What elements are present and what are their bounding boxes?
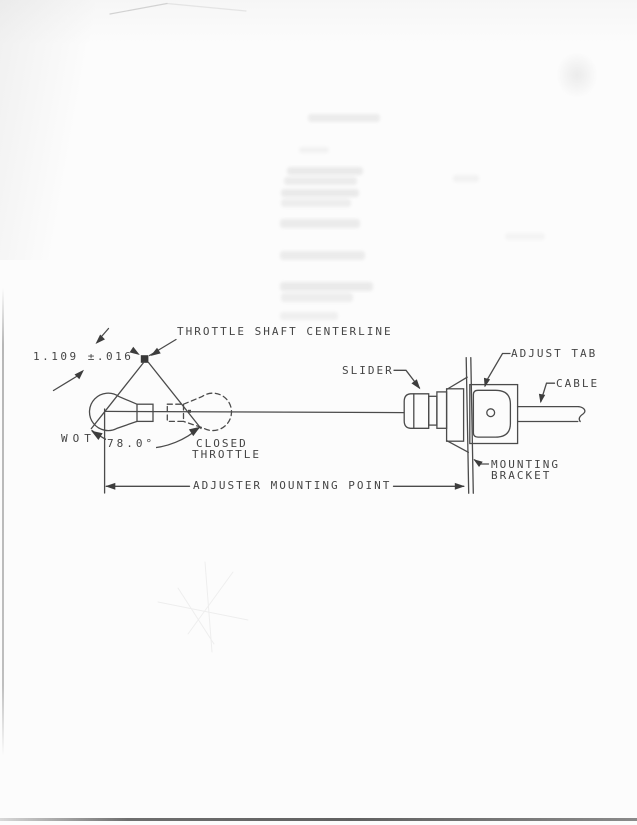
adjuster-neck: [445, 388, 465, 442]
angle-label: 78.0°: [106, 437, 157, 450]
throttle-shaft-centerline-label: THROTTLE SHAFT CENTERLINE: [177, 325, 393, 338]
mounting-bracket-label-line2: BRACKET: [491, 469, 552, 482]
closed-attach-point: [188, 409, 191, 413]
arrowhead: [538, 393, 546, 404]
wot-label: WOT: [61, 432, 96, 445]
adjust-tab-hole: [486, 408, 496, 418]
arrowhead: [188, 426, 201, 437]
arrowhead: [91, 430, 103, 441]
scan-top-shadow: [0, 0, 637, 45]
ghost-text-line: [287, 167, 363, 175]
ghost-text-line: [280, 282, 373, 291]
adjust-tab-label: ADJUST TAB: [511, 347, 598, 360]
wot-cable-end-outline: [88, 392, 138, 432]
page-edge-left: [2, 288, 4, 756]
flange-bottom: [445, 439, 470, 453]
closed-throttle-label-line1: CLOSED: [196, 437, 248, 450]
ghost-text-line: [281, 199, 351, 207]
adjust-tab-plate: [472, 389, 512, 438]
mounting-bracket-bar: [465, 356, 470, 494]
arrowhead: [74, 369, 84, 380]
closed-cable-end-outline: [166, 392, 233, 432]
arrowhead: [95, 334, 105, 344]
arrowhead: [105, 482, 116, 490]
scan-corner-shadow: [0, 0, 95, 260]
adjuster-assembly-geometry: [403, 356, 586, 494]
flange-top: [445, 376, 468, 391]
shaft-centerline-node: [140, 355, 149, 363]
adjuster-mounting-point-label: ADJUSTER MOUNTING POINT: [193, 479, 392, 492]
leader-lines-right: [393, 352, 556, 465]
page-edge-bottom: [0, 817, 637, 821]
adjuster-body: [469, 383, 519, 445]
ghost-text-line: [280, 312, 338, 320]
ghost-stamp-smudge: [556, 52, 598, 98]
arrowhead: [483, 377, 491, 388]
slider-barrel: [403, 393, 430, 429]
ghost-text-line: [284, 177, 357, 185]
slider-label: SLIDER: [342, 364, 394, 377]
dimension-label: 1.109 ±.016: [33, 350, 134, 363]
throttle-lever-geometry: [88, 355, 405, 494]
cable-break-symbol: [578, 405, 586, 423]
arrowhead: [129, 346, 140, 355]
dim-line-lower: [52, 375, 78, 392]
ghost-text-line: [280, 251, 365, 260]
ghost-text-line: [308, 114, 380, 122]
slider-ring-2: [436, 391, 448, 429]
arrowhead: [473, 459, 483, 467]
cable-label: CABLE: [556, 377, 600, 390]
dim-line-upper: [101, 327, 110, 337]
arrowhead: [454, 482, 465, 490]
arrowhead: [411, 379, 421, 390]
ghost-text-line: [299, 147, 329, 153]
mounting-bracket-label-line1: MOUNTING: [491, 458, 560, 471]
closed-lever-centerline: [147, 361, 202, 430]
ghost-text-line: [280, 219, 360, 228]
ghost-text-line: [453, 175, 479, 182]
scan-crease-lines: [109, 2, 247, 15]
slider-ring-1: [428, 395, 438, 426]
wot-cable-end-block: [136, 403, 154, 423]
ghost-diagram-smudge: [157, 561, 249, 653]
closed-throttle-label-line2: THROTTLE: [192, 448, 261, 461]
ghost-text-line: [281, 189, 359, 197]
ghost-text-line: [505, 233, 545, 240]
cable-centerline: [104, 410, 405, 414]
arrowheads: [74, 334, 546, 490]
ghost-text-line: [281, 293, 353, 302]
arrowhead: [150, 347, 161, 356]
